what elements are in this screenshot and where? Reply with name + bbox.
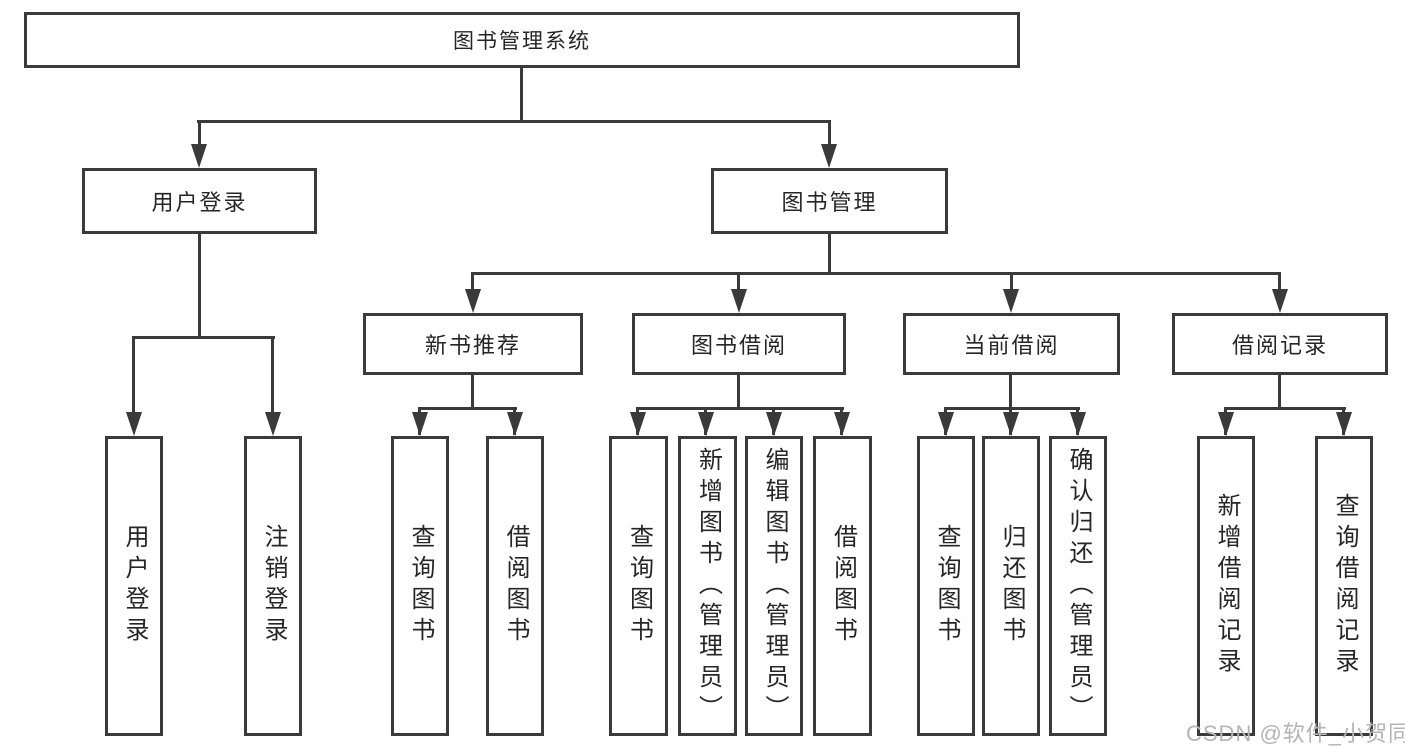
- connector-vline: [132, 336, 135, 418]
- arrow-down-icon: [630, 412, 646, 436]
- connector-vline: [1010, 272, 1013, 294]
- connector-hline: [471, 272, 1281, 275]
- arrow-down-icon: [507, 412, 523, 436]
- leaf-label: 编辑图书（管理员）: [761, 446, 788, 726]
- node-label: 图书借阅: [690, 333, 787, 358]
- arrow-down-icon: [938, 412, 954, 436]
- leaf-label: 查询图书: [407, 524, 434, 648]
- connector-hline: [132, 336, 275, 339]
- arrow-down-icon: [731, 289, 747, 313]
- connector-vline: [198, 234, 201, 339]
- arrow-down-icon: [1336, 412, 1352, 436]
- leaf-user-login: 用户登录: [105, 436, 163, 736]
- connector-vline: [737, 375, 740, 410]
- leaf-recommend-query-book: 查询图书: [391, 436, 449, 736]
- connector-hline: [197, 120, 831, 123]
- leaf-label: 确认归还（管理员）: [1065, 446, 1092, 726]
- connector-vline: [1278, 375, 1281, 410]
- leaf-borrow-query-book: 查询图书: [609, 436, 668, 736]
- arrow-down-icon: [412, 412, 428, 436]
- leaf-label: 新增借阅记录: [1213, 493, 1240, 679]
- arrow-down-icon: [1070, 412, 1086, 436]
- leaf-current-query-book: 查询图书: [917, 436, 975, 736]
- node-label: 图书管理: [781, 190, 878, 215]
- connector-vline: [271, 336, 274, 418]
- connector-vline: [471, 272, 474, 294]
- leaf-return-book: 归还图书: [982, 436, 1040, 736]
- watermark-csdn: CSDN @软件_小贺同学: [1186, 721, 1405, 746]
- node-label: 借阅记录: [1231, 333, 1328, 358]
- connector-hline: [418, 407, 517, 410]
- leaf-add-borrow-record: 新增借阅记录: [1197, 436, 1255, 736]
- node-library-management-system: 图书管理系统: [24, 12, 1020, 68]
- arrow-down-icon: [1272, 289, 1288, 313]
- node-label: 用户登录: [151, 190, 248, 215]
- connector-vline: [1009, 375, 1012, 410]
- arrow-down-icon: [265, 412, 281, 436]
- arrow-down-icon: [821, 144, 837, 168]
- leaf-label: 新增图书（管理员）: [694, 446, 722, 726]
- node-borrowing-records: 借阅记录: [1172, 313, 1388, 375]
- connector-vline: [828, 120, 831, 152]
- leaf-borrow-book: 借阅图书: [813, 436, 872, 736]
- leaf-label: 借阅图书: [502, 524, 529, 648]
- leaf-label: 注销登录: [260, 524, 287, 648]
- arrow-down-icon: [1003, 289, 1019, 313]
- node-book-borrowing: 图书借阅: [632, 313, 846, 375]
- leaf-edit-book-admin: 编辑图书（管理员）: [745, 436, 803, 736]
- arrow-down-icon: [698, 412, 714, 436]
- connector-vline: [828, 234, 831, 275]
- leaf-label: 用户登录: [121, 524, 148, 648]
- leaf-label: 查询图书: [625, 524, 653, 648]
- node-new-book-recommend: 新书推荐: [363, 313, 583, 375]
- leaf-label: 借阅图书: [829, 524, 857, 648]
- arrow-down-icon: [191, 144, 207, 168]
- node-label: 图书管理系统: [453, 30, 591, 53]
- leaf-label: 查询图书: [933, 524, 960, 648]
- leaf-query-borrow-record: 查询借阅记录: [1315, 436, 1373, 736]
- arrow-down-icon: [126, 412, 142, 436]
- arrow-down-icon: [1218, 412, 1234, 436]
- connector-vline: [737, 272, 740, 294]
- leaf-confirm-return-admin: 确认归还（管理员）: [1049, 436, 1107, 736]
- leaf-label: 归还图书: [998, 524, 1025, 648]
- connector-hline: [1224, 407, 1346, 410]
- arrow-down-icon: [834, 412, 850, 436]
- arrow-down-icon: [1003, 412, 1019, 436]
- node-current-borrowing: 当前借阅: [903, 313, 1120, 375]
- leaf-logout: 注销登录: [244, 436, 302, 736]
- node-label: 新书推荐: [424, 333, 521, 358]
- node-book-management: 图书管理: [711, 168, 948, 234]
- leaf-recommend-borrow-book: 借阅图书: [486, 436, 544, 736]
- connector-hline: [636, 407, 844, 410]
- arrow-down-icon: [465, 289, 481, 313]
- leaf-add-book-admin: 新增图书（管理员）: [678, 436, 737, 736]
- connector-vline: [198, 120, 201, 152]
- connector-vline: [471, 375, 474, 410]
- connector-hline: [944, 407, 1080, 410]
- connector-vline: [1278, 272, 1281, 294]
- node-user-login: 用户登录: [82, 168, 317, 234]
- node-label: 当前借阅: [963, 333, 1060, 358]
- leaf-label: 查询借阅记录: [1331, 493, 1358, 679]
- connector-vline: [520, 68, 523, 123]
- arrow-down-icon: [766, 412, 782, 436]
